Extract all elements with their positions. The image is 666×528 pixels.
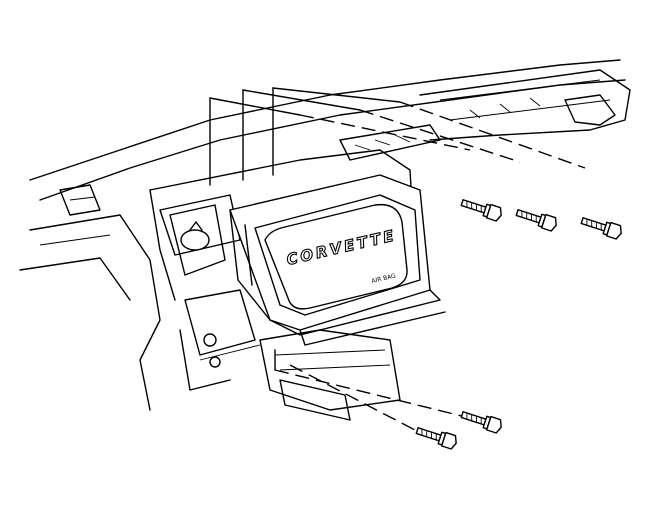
upper-bolt-1	[460, 199, 502, 222]
lower-bolt-1	[460, 411, 502, 434]
bolt-head-icon	[540, 213, 557, 232]
bolt-head-icon	[485, 203, 502, 222]
bracket-hole	[209, 356, 221, 368]
bracket-hole	[203, 333, 217, 347]
bolt-head-icon	[605, 221, 622, 240]
upper-bolt-2	[515, 209, 557, 232]
instrument-panel-structure	[19, 59, 631, 411]
airbag-module: CORVETTE AIR BAG	[229, 174, 446, 346]
lower-bolt-2	[415, 427, 457, 450]
mounting-bracket	[169, 204, 256, 368]
lower-support	[179, 329, 401, 421]
lower-leader-lines	[274, 349, 471, 431]
bolt-head-icon	[485, 415, 502, 434]
stud-nut	[180, 229, 210, 251]
upper-bolt-3	[580, 217, 622, 240]
upper-leader-lines	[209, 87, 586, 186]
bolt-head-icon	[440, 431, 457, 450]
